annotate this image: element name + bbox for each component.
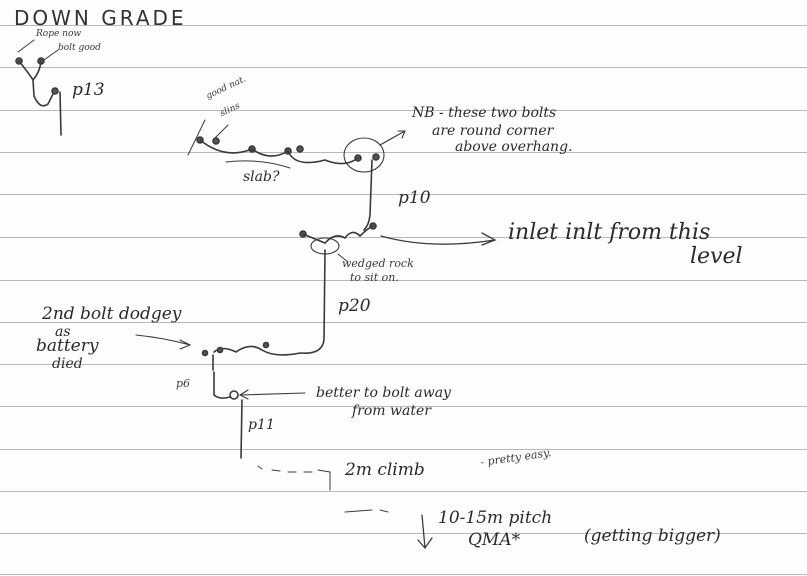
middle-station <box>213 222 497 356</box>
inlet-note-line-1: inlet inlt from this <box>508 220 711 245</box>
ruled-line <box>0 406 807 407</box>
pitch-length-note: 10-15m pitch <box>438 508 553 528</box>
page-title: DOWN GRADE <box>14 6 187 30</box>
dodgey-bolt-line-3: battery <box>36 336 99 356</box>
dodgey-bolt-line-1: 2nd bolt dodgey <box>42 304 182 324</box>
ruled-line <box>0 574 807 575</box>
ruled-line <box>0 533 807 534</box>
climb-note: 2m climb <box>345 460 425 480</box>
dodgey-bolt-line-4: died <box>52 356 83 372</box>
ruled-line <box>0 280 807 281</box>
ruled-line <box>0 110 807 111</box>
ruled-line <box>0 322 807 323</box>
ruled-line <box>0 25 807 26</box>
ruled-line <box>0 237 807 238</box>
pitch-p6: p6 <box>176 377 191 390</box>
nb-note-line-3: above overhang. <box>455 139 573 155</box>
lower-station <box>135 334 433 550</box>
ruled-line <box>0 194 807 195</box>
wedged-rock-line-2: to sit on. <box>350 271 399 284</box>
top-left-hang <box>15 39 62 136</box>
ruled-line <box>0 491 807 492</box>
pitch-p11: p11 <box>248 417 275 433</box>
dodgey-bolt-line-2: as <box>55 324 71 340</box>
nb-note-line-2: are round corner <box>432 123 554 139</box>
pitch-p10: p10 <box>398 188 431 208</box>
label-rope-now: Rope now <box>36 29 82 39</box>
nb-note-line-1: NB - these two bolts <box>412 105 557 121</box>
pitch-p20: p20 <box>338 296 371 316</box>
ruled-line <box>0 152 807 153</box>
inlet-note-line-2: level <box>690 244 743 269</box>
wedged-rock-line-1: wedged rock <box>342 257 414 270</box>
label-slab: slab? <box>243 169 280 185</box>
better-bolt-line-1: better to bolt away <box>316 385 451 401</box>
ruled-line <box>0 449 807 450</box>
pitch-p13: p13 <box>72 80 105 100</box>
better-bolt-line-2: from water <box>352 403 431 419</box>
ruled-line <box>0 364 807 365</box>
qma-note: QMA* <box>468 530 521 550</box>
getting-bigger-note: (getting bigger) <box>584 526 721 546</box>
upper-traverse <box>187 119 406 231</box>
label-bolt-good: bolt good <box>58 43 101 53</box>
ruled-line <box>0 67 807 68</box>
